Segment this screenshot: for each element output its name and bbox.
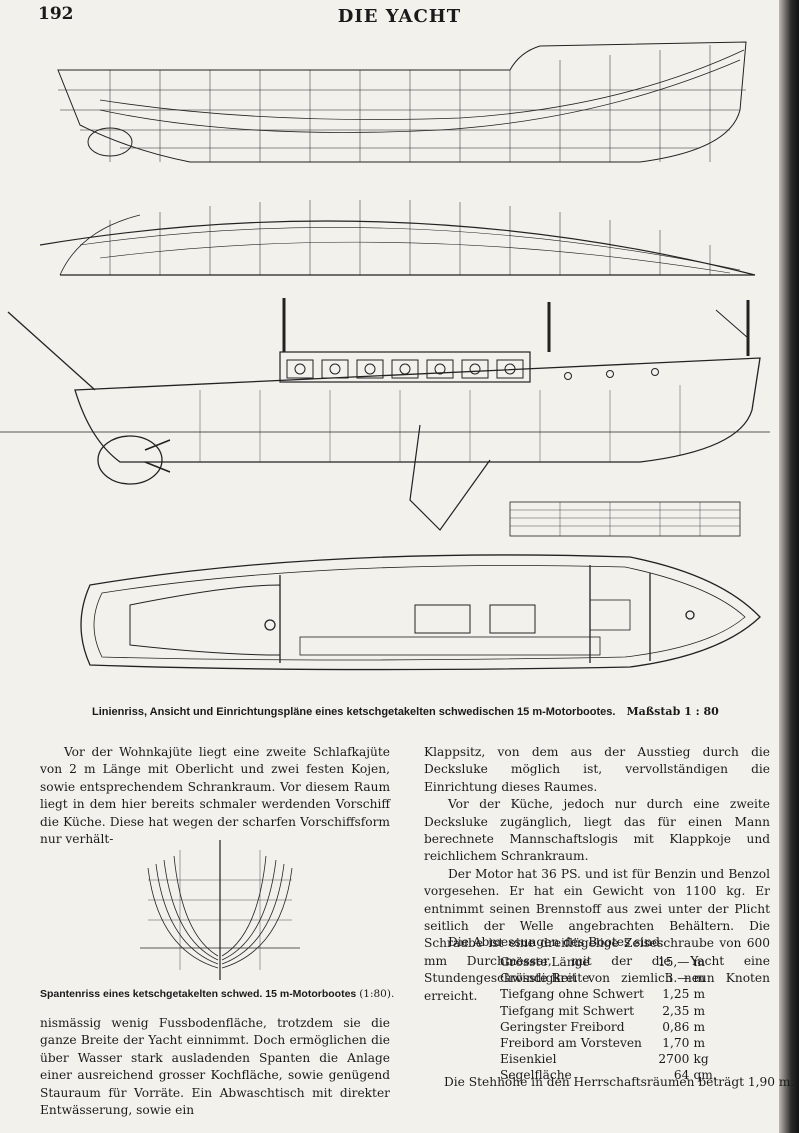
dim-unit: m	[693, 971, 705, 986]
profile-view-drawing	[0, 298, 770, 537]
dim-value: 15,—	[657, 955, 690, 969]
lines-plan-drawing	[40, 41, 756, 276]
right-paragraph-3: Der Motor hat 36 PS. und ist für Benzin …	[424, 866, 770, 1003]
dim-unit: kg	[693, 1052, 709, 1067]
dim-label: Tiefgang mit Schwert	[500, 1003, 634, 1018]
right-column: Klappsitz, von dem aus der Ausstieg durc…	[424, 744, 770, 1005]
frames-caption-scale: (1:80).	[359, 988, 395, 1000]
dim-label: Freibord am Vorsteven	[500, 1036, 642, 1051]
dim-label: Grösste Länge	[500, 955, 590, 969]
right-paragraph-2: Vor der Küche, jedoch nur durch eine zwe…	[424, 797, 770, 864]
dim-value: 64	[673, 1068, 690, 1083]
dim-value: 2700	[658, 1052, 690, 1067]
frames-figure-caption: Spantenriss eines ketschgetakelten schwe…	[40, 988, 400, 1000]
dim-label: Grösste Breite	[500, 971, 590, 986]
dim-value: 2,35	[662, 1003, 690, 1018]
frames-caption-text: Spantenriss eines ketschgetakelten schwe…	[40, 988, 357, 1000]
dim-label: Geringster Freibord	[500, 1019, 625, 1034]
dimensions-intro: Die Abmessungen des Bootes sind:	[448, 935, 664, 949]
left-paragraph-1: Vor der Wohnkajüte liegt eine zweite Sch…	[40, 745, 390, 847]
dim-label: Tiefgang ohne Schwert	[500, 987, 644, 1002]
frames-drawing	[140, 840, 300, 980]
headroom-note: Die Stehhöhe in den Herrschaftsräumen be…	[444, 1075, 795, 1089]
dim-value: 1,70	[662, 1036, 690, 1051]
page-number: 192	[38, 4, 74, 24]
main-caption-scale: Maßstab 1 : 80	[626, 705, 719, 718]
main-figure-caption: Linienriss, Ansicht und Einrichtungsplän…	[92, 705, 742, 718]
left-column-bottom: nismässig wenig Fussbodenfläche, trotzde…	[40, 1015, 390, 1119]
right-paragraph-1: Klappsitz, von dem aus der Ausstieg durc…	[424, 745, 770, 794]
dim-label: Eisenkiel	[500, 1052, 557, 1067]
left-column-top: Vor der Wohnkajüte liegt eine zweite Sch…	[40, 744, 390, 848]
accommodation-plan-drawing	[80, 554, 761, 671]
dim-unit: m	[693, 1003, 705, 1018]
book-spine-shadow	[779, 0, 799, 1133]
dim-unit: qm.	[693, 1068, 717, 1083]
dim-value: 3.—	[665, 971, 690, 986]
main-caption-text: Linienriss, Ansicht und Einrichtungsplän…	[92, 706, 616, 718]
dim-unit: m	[693, 955, 705, 969]
dim-value: 0,86	[662, 1019, 690, 1034]
dim-value: 1,25	[662, 987, 690, 1002]
dim-unit: m	[693, 1036, 705, 1051]
dim-unit: m	[693, 1019, 705, 1034]
left-paragraph-2: nismässig wenig Fussbodenfläche, trotzde…	[40, 1016, 390, 1118]
table-row: Grösste Breite 3.—m	[500, 970, 717, 986]
dim-label: Segelfläche	[500, 1068, 572, 1083]
running-head: DIE YACHT	[337, 6, 462, 27]
dim-unit: m	[693, 987, 705, 1002]
table-row: Grösste Länge 15,—m	[500, 954, 717, 970]
